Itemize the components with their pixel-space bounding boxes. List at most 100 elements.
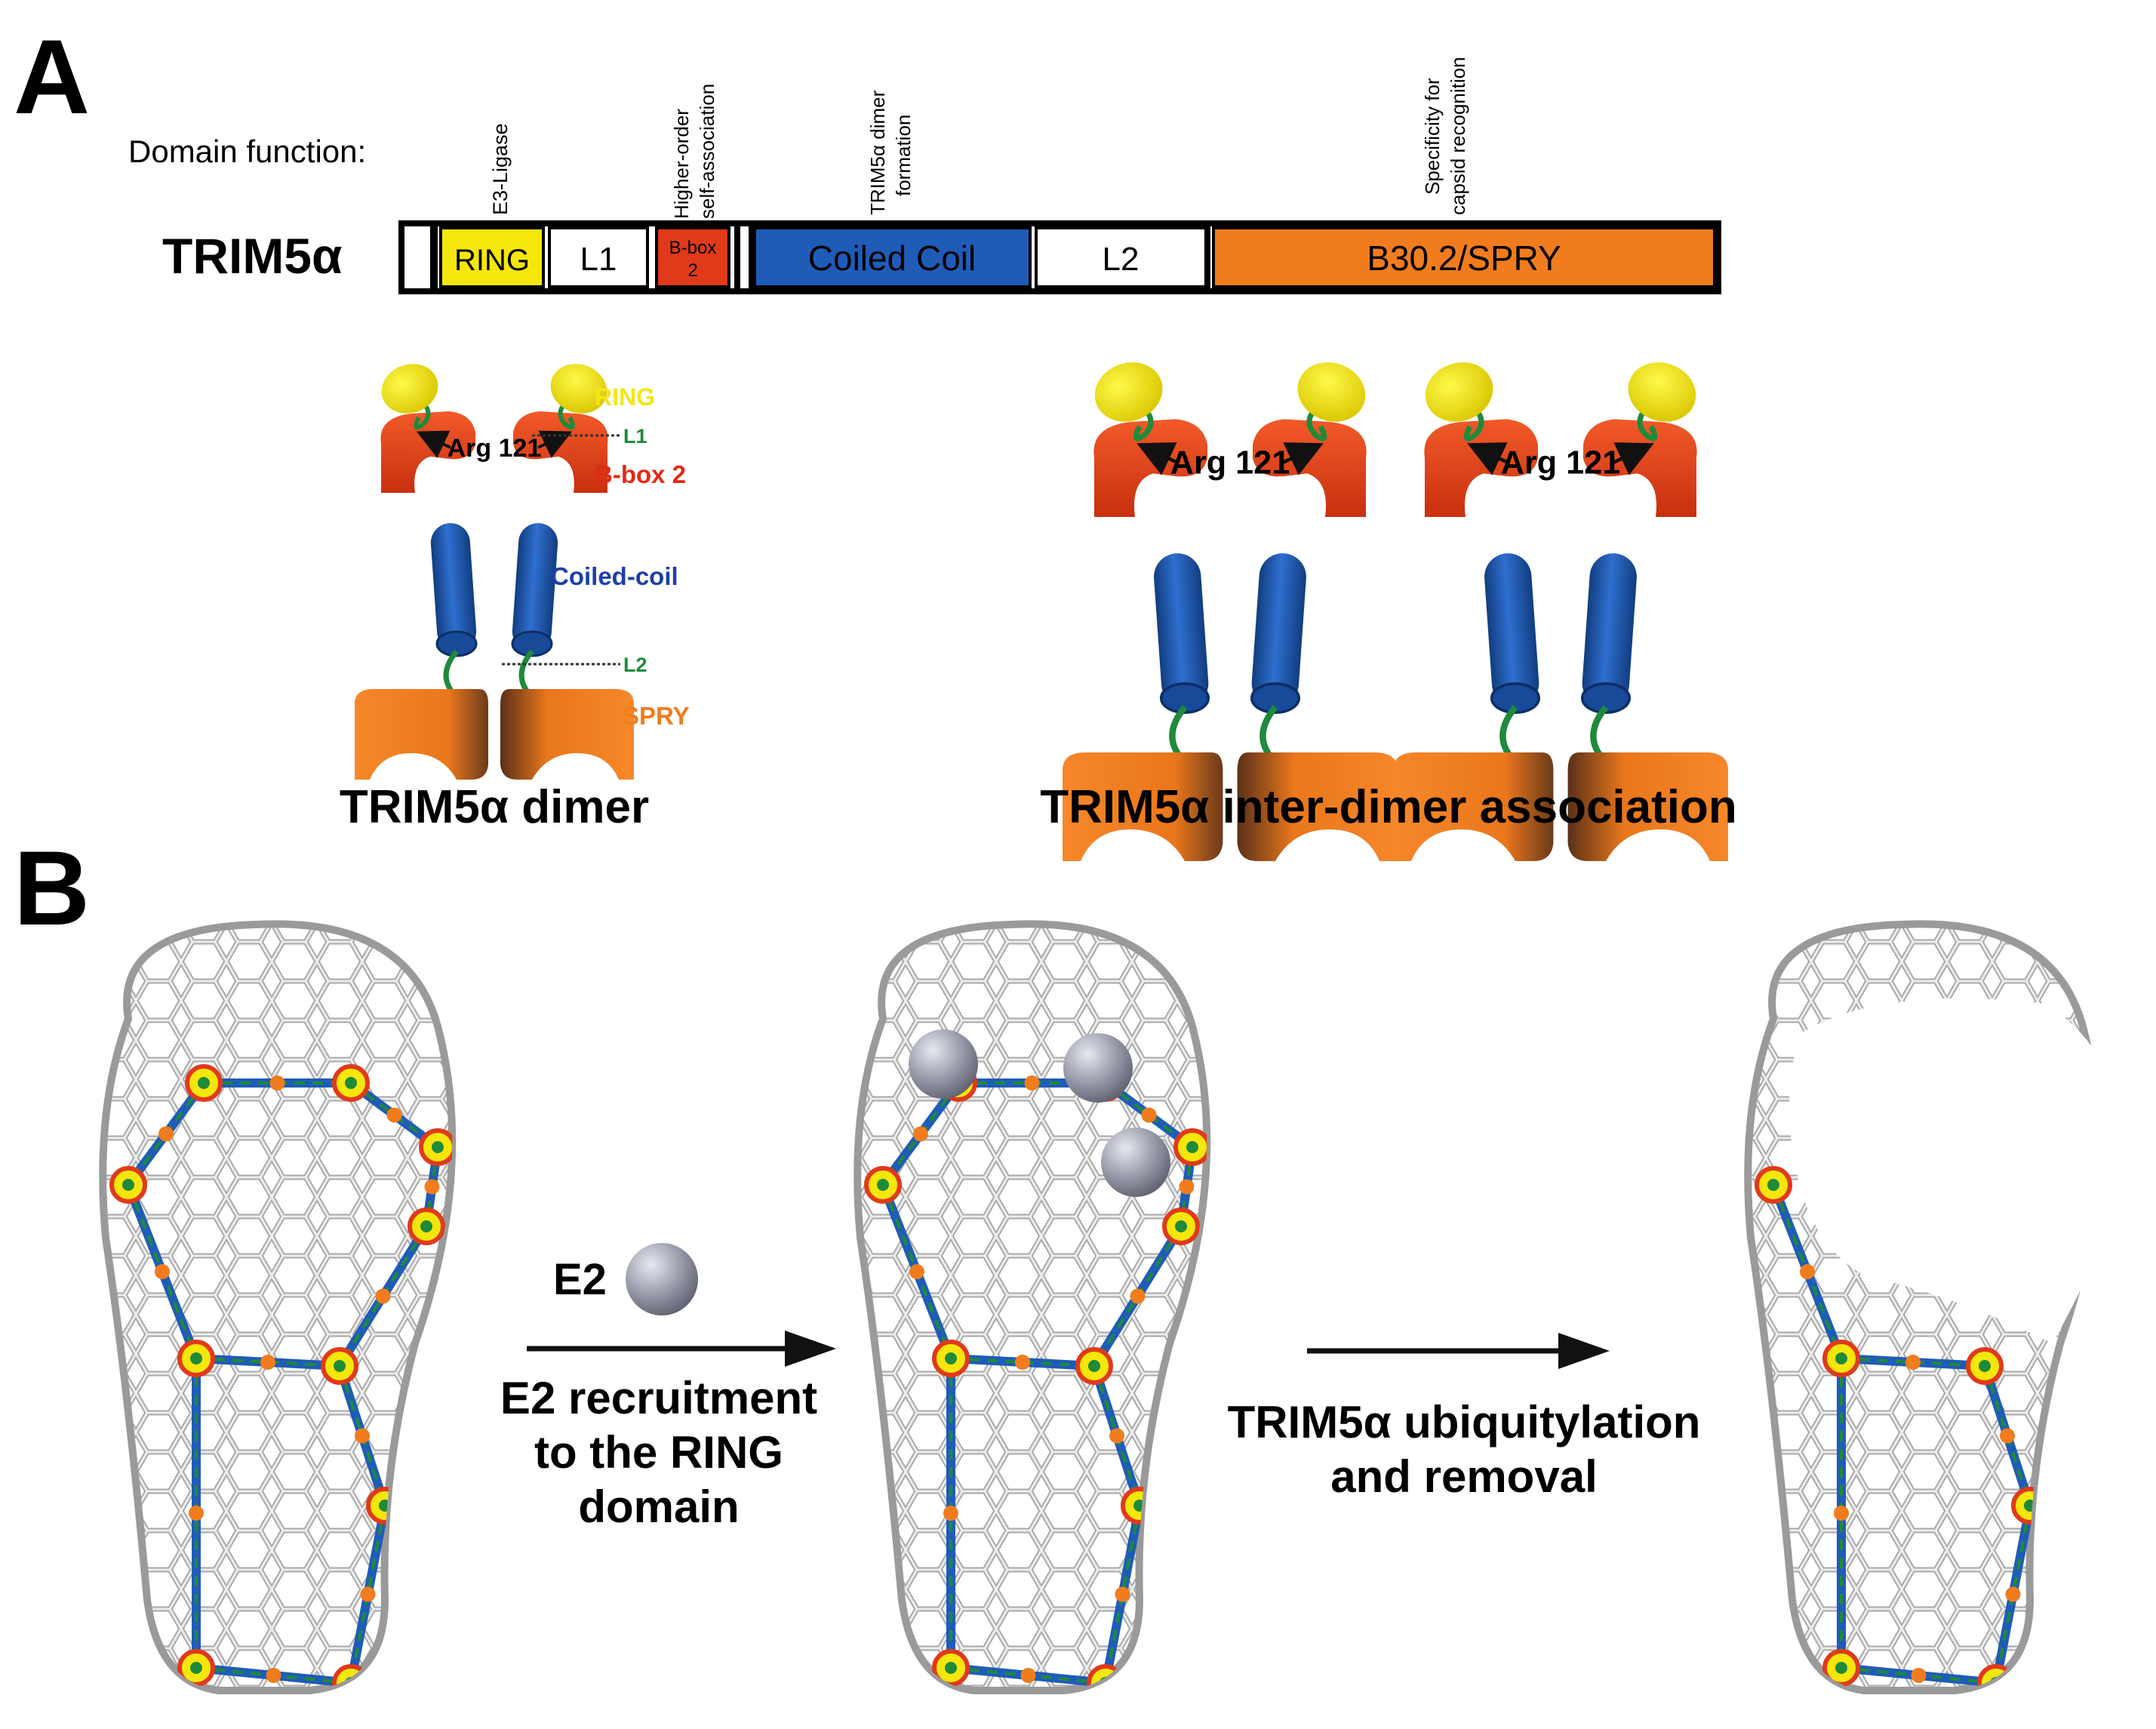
ring-left bbox=[1094, 362, 1163, 422]
function-dimer-line2: formation bbox=[892, 115, 915, 196]
domain-bbox-label-line1: B-box bbox=[669, 238, 717, 258]
domain-bbox bbox=[655, 226, 730, 288]
lattice-linker bbox=[1841, 1357, 1985, 1368]
lattice-linker bbox=[1104, 1505, 1141, 1684]
capsid-outline bbox=[99, 920, 457, 1694]
lattice-spry bbox=[266, 1668, 281, 1683]
lattice-spry bbox=[155, 1264, 170, 1279]
panel-a-letter: A bbox=[14, 17, 90, 136]
l1-left bbox=[414, 400, 431, 430]
coiled-coil-left bbox=[1484, 553, 1539, 707]
l1-right bbox=[1637, 406, 1658, 441]
arg-arrow-right bbox=[537, 430, 573, 458]
spry-right bbox=[500, 689, 634, 780]
domain-coiled-coil-label: Coiled Coil bbox=[808, 238, 976, 278]
arg-121-label: Arg 121 bbox=[1170, 445, 1290, 481]
coiled-coil-right bbox=[512, 523, 558, 651]
lattice-node-core bbox=[1835, 1352, 1847, 1364]
lattice-linker bbox=[195, 1357, 340, 1368]
cylinder-cap-right bbox=[1250, 682, 1301, 715]
ring-right bbox=[550, 364, 607, 414]
lattice-spry bbox=[2005, 1586, 2021, 1602]
coiled-coil-left bbox=[430, 523, 477, 651]
lattice-spry bbox=[1015, 1355, 1030, 1370]
domain-ring bbox=[439, 226, 545, 288]
domain-ring-label: RING bbox=[454, 244, 530, 277]
spry-left bbox=[1063, 752, 1223, 861]
dimer-label-spry: SPRY bbox=[623, 702, 690, 730]
lattice-node-core bbox=[1835, 1662, 1847, 1674]
lattice-node-core bbox=[190, 1662, 202, 1674]
lattice-node-core bbox=[945, 1352, 957, 1364]
e2-label: E2 bbox=[553, 1255, 607, 1304]
lattice-node-core bbox=[1088, 1360, 1100, 1372]
domain-l2 bbox=[1035, 226, 1207, 288]
e2-bound-icon bbox=[1101, 1128, 1170, 1197]
lattice-linker bbox=[950, 1357, 1095, 1368]
arrow-step2 bbox=[1307, 1333, 1610, 1369]
lattice-node-core bbox=[1767, 1179, 1779, 1191]
lattice-node-core bbox=[1186, 1141, 1198, 1153]
lattice-spry bbox=[1905, 1355, 1921, 1370]
domain-function-label: Domain function: bbox=[128, 134, 366, 169]
trim5-inter-dimer-illustration: Arg 121 Arg 121 bbox=[1063, 362, 1728, 861]
lattice-spry bbox=[375, 1288, 391, 1304]
capsid-intact bbox=[99, 920, 457, 1694]
lattice-spry bbox=[1130, 1288, 1146, 1304]
lattice-node-core bbox=[190, 1352, 202, 1364]
dimer-label-coiled-coil: Coiled-coil bbox=[551, 562, 678, 590]
l1-right bbox=[558, 400, 575, 430]
arrow-step1 bbox=[527, 1331, 836, 1367]
lattice-spry bbox=[355, 1428, 370, 1444]
caption-inter-dimer: TRIM5α inter-dimer association bbox=[1040, 781, 1737, 833]
ring-left bbox=[381, 364, 438, 414]
dimer-label-l2: L2 bbox=[623, 654, 647, 676]
lattice-spry bbox=[1179, 1179, 1195, 1195]
trim5-dimer-illustration: Arg 121 bbox=[355, 364, 634, 780]
arg-121-label: Arg 121 bbox=[1501, 445, 1620, 481]
lattice-node-core bbox=[1175, 1220, 1187, 1232]
lattice-spry bbox=[1911, 1668, 1927, 1683]
function-higher-order-line2: self-association bbox=[696, 84, 718, 219]
function-e3-ligase: E3-Ligase bbox=[489, 123, 512, 215]
dimer-label-ring: RING bbox=[595, 383, 655, 411]
l1-right bbox=[1306, 406, 1327, 441]
domain-l1 bbox=[548, 226, 649, 288]
uncoated-hole bbox=[1789, 998, 2136, 1343]
step2-line1: TRIM5α ubiquitylation bbox=[1228, 1397, 1701, 1447]
lattice-spry bbox=[386, 1107, 402, 1123]
cylinder-cap-right bbox=[511, 630, 553, 657]
dimer-label-bbox: B-box 2 bbox=[595, 460, 686, 488]
function-dimer-line1: TRIM5α dimer bbox=[866, 90, 889, 215]
domain-spry-label: B30.2/SPRY bbox=[1367, 238, 1561, 278]
step2-line2: and removal bbox=[1330, 1451, 1597, 1502]
l1-left bbox=[1133, 406, 1154, 441]
domain-l1-label: L1 bbox=[580, 241, 617, 278]
lattice-spry bbox=[943, 1506, 958, 1521]
coiled-coil-right bbox=[1582, 553, 1637, 707]
spry-left bbox=[1393, 752, 1554, 861]
cylinder-cap-right bbox=[1581, 682, 1632, 715]
domain-l2-label: L2 bbox=[1103, 241, 1140, 278]
ring-left bbox=[1425, 362, 1493, 422]
step1-line2: to the RING bbox=[534, 1427, 783, 1478]
lattice-node-core bbox=[122, 1179, 134, 1191]
spry-right bbox=[1237, 752, 1398, 861]
lattice-spry bbox=[2000, 1428, 2015, 1444]
arg-arrow-right bbox=[1281, 442, 1324, 475]
lattice-spry bbox=[1024, 1075, 1040, 1091]
e2-ball-icon bbox=[626, 1243, 698, 1315]
dimer-label-l1: L1 bbox=[623, 425, 647, 448]
lattice-node-core bbox=[1979, 1360, 1991, 1372]
lattice-spry bbox=[1800, 1264, 1815, 1279]
domain-coiled-coil bbox=[753, 226, 1032, 288]
spry-right bbox=[1567, 752, 1728, 861]
capsid-outline bbox=[1744, 920, 2102, 1694]
lattice-spry bbox=[913, 1126, 928, 1142]
lattice-node-core bbox=[420, 1220, 432, 1232]
domain-bar bbox=[398, 220, 1721, 294]
lattice-spry bbox=[260, 1355, 275, 1370]
coiled-coil-right bbox=[1251, 553, 1306, 707]
arg-arrow-left bbox=[1467, 442, 1509, 475]
trim5-lattice bbox=[1755, 1166, 2049, 1691]
